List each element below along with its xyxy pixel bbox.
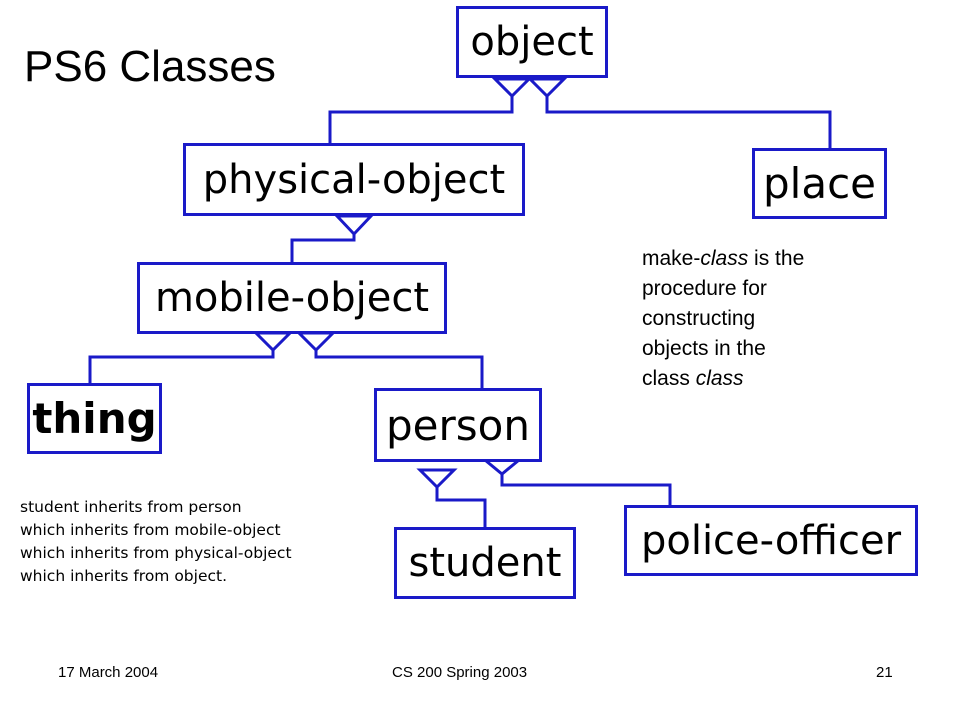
inheritance-explanation: student inherits from person which inher… — [20, 496, 292, 588]
connector-physical-object-mobile-object — [290, 234, 356, 262]
connector-person-police-officer — [500, 474, 672, 505]
inherit-triangle-physical-object — [333, 214, 375, 237]
note-line-1: make-class is the — [642, 247, 805, 270]
note-line-4: objects in the — [642, 337, 766, 360]
inherit-triangle-mobile-object-left — [252, 331, 294, 353]
class-label-place: place — [763, 159, 876, 208]
class-label-physical-object: physical-object — [202, 156, 506, 203]
footer-date: 17 March 2004 — [58, 664, 159, 681]
class-label-mobile-object: mobile-object — [154, 275, 430, 321]
class-label-thing: thing — [32, 394, 157, 443]
inheritance-line: which inherits from physical-object — [20, 544, 292, 562]
class-label-person: person — [386, 400, 530, 450]
class-box-object: object — [456, 6, 608, 78]
slide-title: PS6 Classes — [24, 42, 276, 91]
note-line-3: constructing — [642, 307, 756, 330]
inherit-triangle-person-right — [480, 458, 524, 476]
class-box-mobile-object: mobile-object — [137, 262, 447, 334]
connector-mobile-object-thing — [88, 350, 275, 383]
class-box-thing: thing — [27, 383, 162, 454]
footer-course: CS 200 Spring 2003 — [392, 664, 528, 681]
inherit-triangle-person-left — [416, 468, 458, 490]
inheritance-line: student inherits from person — [20, 498, 242, 516]
footer-page-number: 21 — [876, 664, 893, 681]
connector-object-place — [545, 96, 832, 148]
connector-person-student — [435, 487, 487, 527]
note-line-5: class class — [642, 367, 744, 390]
inherit-triangle-mobile-object-right — [295, 331, 337, 353]
inheritance-line: which inherits from mobile-object — [20, 521, 281, 539]
class-label-police-officer: police-officer — [640, 517, 902, 564]
connector-object-physical-object — [328, 96, 514, 143]
connector-mobile-object-person — [314, 350, 484, 388]
class-box-person: person — [374, 388, 542, 462]
inherit-triangle-object-left — [491, 77, 533, 99]
class-box-police-officer: police-officer — [624, 505, 918, 576]
class-box-physical-object: physical-object — [183, 143, 525, 216]
class-label-student: student — [408, 540, 562, 586]
inheritance-line: which inherits from object. — [20, 567, 228, 585]
class-box-place: place — [752, 148, 887, 219]
class-label-object: object — [470, 19, 594, 65]
inherit-triangle-object-right — [526, 77, 568, 99]
class-box-student: student — [394, 527, 576, 599]
make-class-note: make-class is the procedure for construc… — [642, 244, 804, 394]
note-line-2: procedure for — [642, 277, 767, 300]
